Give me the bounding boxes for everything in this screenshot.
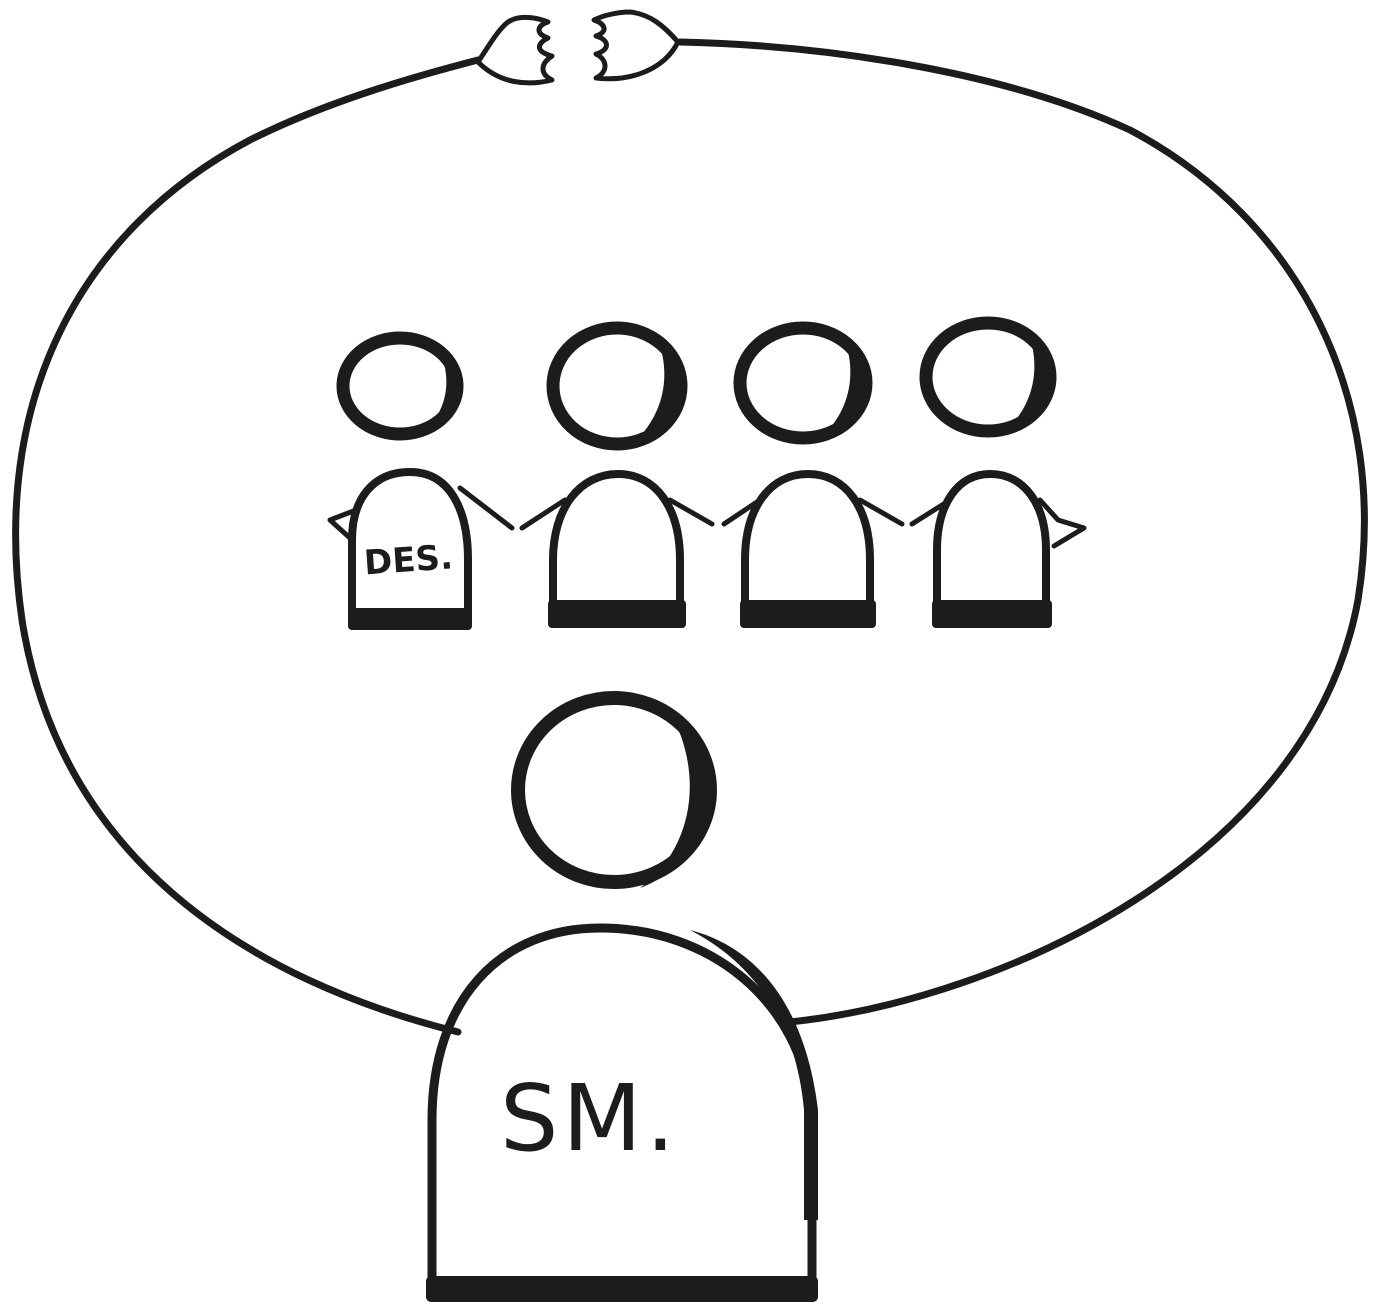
head-icon: [511, 691, 717, 889]
body-icon: [327, 468, 515, 630]
right-hand-icon: [591, 9, 681, 82]
leader-role-label: SM.: [500, 1065, 679, 1172]
team-member: [519, 321, 715, 628]
team-member: [909, 316, 1087, 628]
body-icon: [721, 470, 905, 628]
head-icon: [546, 321, 688, 451]
left-hand-icon: [475, 14, 555, 86]
body-icon: [909, 470, 1087, 628]
team-member-role-label: DES.: [363, 537, 454, 583]
body-icon: [426, 923, 818, 1302]
head-icon: [733, 321, 873, 445]
encircling-arms: [12, 38, 1368, 1036]
head-icon: [919, 316, 1057, 438]
team-member-designer: DES.: [327, 331, 515, 630]
body-icon: [519, 470, 715, 628]
head-icon: [336, 331, 464, 441]
team-member: [721, 321, 905, 628]
scrum-master: SM.: [426, 691, 818, 1302]
